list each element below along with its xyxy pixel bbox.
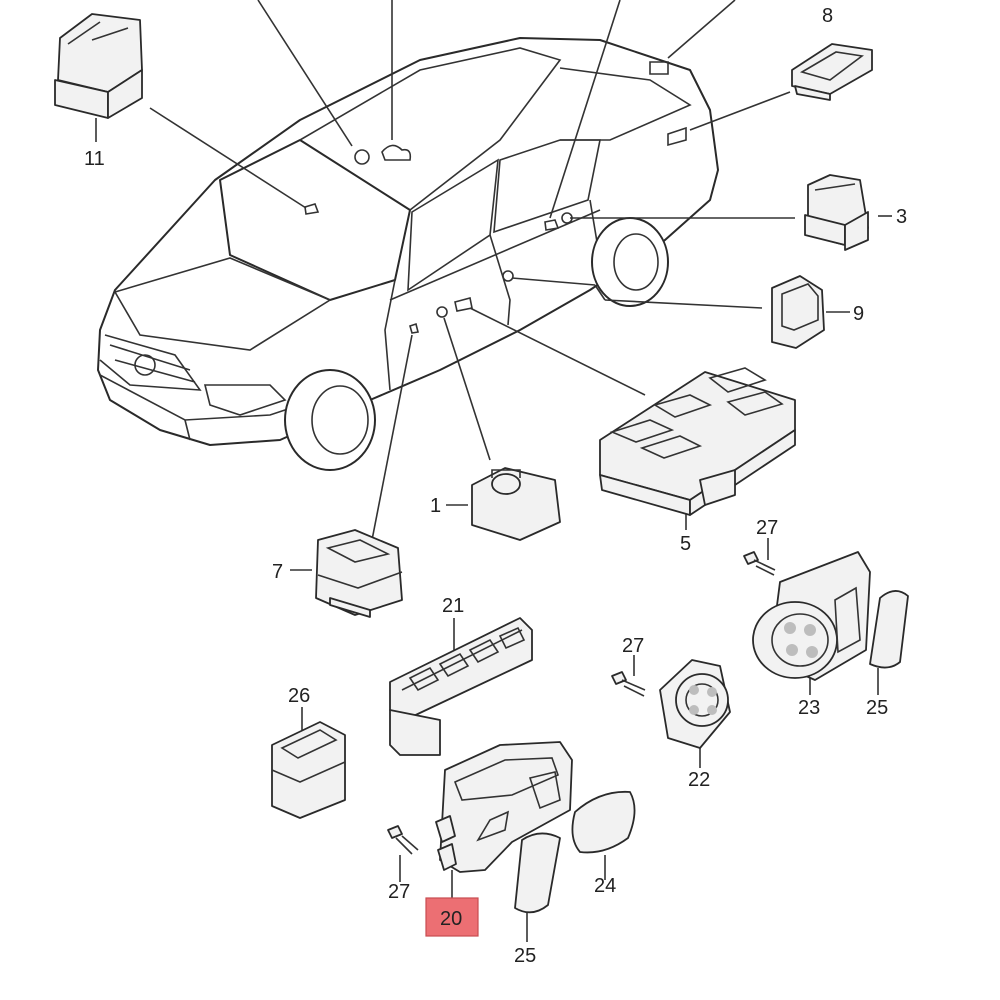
label-27-c: 27 xyxy=(388,881,410,903)
part-25-cap-upper xyxy=(869,590,909,669)
part-8-switch xyxy=(791,43,873,101)
part-3-switch xyxy=(804,174,869,251)
label-5: 5 xyxy=(680,533,691,555)
part-9-switch xyxy=(771,275,825,349)
label-1: 1 xyxy=(430,495,441,517)
part-21-seat-switch-strip xyxy=(389,617,533,756)
car-illustration xyxy=(97,37,719,471)
part-22-seat-control-knob xyxy=(659,659,731,749)
screw-27-c xyxy=(387,825,419,855)
part-23-seat-control-module xyxy=(752,551,871,681)
label-20: 20 xyxy=(440,908,462,930)
label-22: 22 xyxy=(688,769,710,791)
part-24-cap xyxy=(571,790,636,854)
label-27-b: 27 xyxy=(622,635,644,657)
label-27-a: 27 xyxy=(756,517,778,539)
part-25-cap-lower xyxy=(514,832,561,914)
label-26: 26 xyxy=(288,685,310,707)
part-1-mirror-switch xyxy=(471,467,561,541)
label-11: 11 xyxy=(84,148,105,170)
label-25-b: 25 xyxy=(514,945,536,967)
highlight-box xyxy=(425,897,479,937)
leader-lines xyxy=(95,0,892,942)
label-24: 24 xyxy=(594,875,616,897)
label-23: 23 xyxy=(798,697,820,719)
part-26-switch xyxy=(271,721,346,819)
part-labels: 11 8 3 9 1 5 7 21 27 27 26 23 25 22 24 2… xyxy=(84,5,907,967)
label-8: 8 xyxy=(822,5,833,27)
label-7: 7 xyxy=(272,561,283,583)
screw-27-b xyxy=(611,671,646,697)
part-20-seat-control-unit xyxy=(435,741,573,873)
label-9: 9 xyxy=(853,303,864,325)
label-21: 21 xyxy=(442,595,464,617)
label-3: 3 xyxy=(896,206,907,228)
label-25-a: 25 xyxy=(866,697,888,719)
part-7-switch xyxy=(315,529,403,618)
part-5-window-switch-panel xyxy=(599,367,796,516)
part-11-switch xyxy=(54,13,143,119)
screw-27-a xyxy=(743,551,776,576)
